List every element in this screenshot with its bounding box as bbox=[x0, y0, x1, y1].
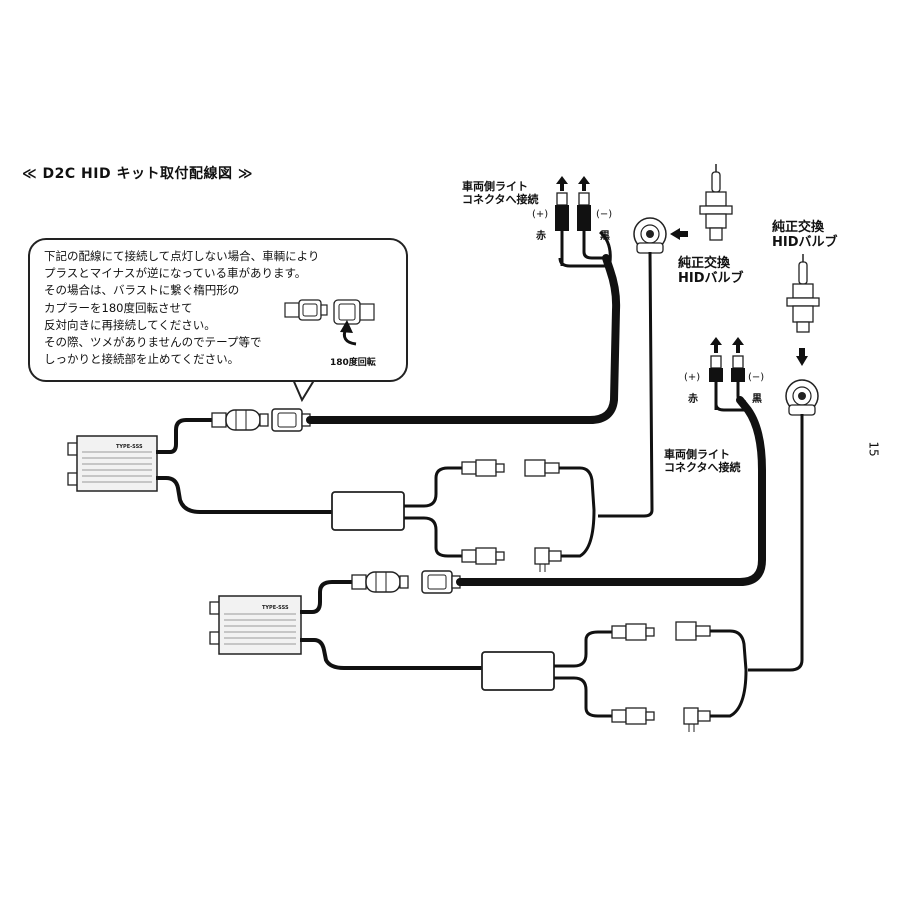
page-number: 15 bbox=[866, 441, 881, 457]
hid-bulb-bottom-icon bbox=[786, 254, 820, 333]
bottom-minus-label: (−) bbox=[748, 372, 765, 383]
oval-coupler-bottom bbox=[421, 570, 461, 594]
rotation-label: 180度回転 bbox=[330, 358, 376, 368]
ballast-bottom-label: TYPE-SSS bbox=[262, 605, 289, 611]
note-bubble-tail bbox=[291, 376, 317, 403]
note-line: 下記の配線にて接続して点灯しない場合、車輌により bbox=[44, 249, 320, 263]
terminal-plus-bottom bbox=[709, 337, 723, 382]
relay-box-top bbox=[331, 491, 405, 531]
ballast-top bbox=[67, 435, 158, 492]
terminal-minus-top bbox=[577, 176, 591, 231]
bottom-black-label: 黒 bbox=[752, 394, 762, 405]
igniter-top bbox=[211, 409, 269, 431]
relay-box-bottom bbox=[481, 651, 555, 691]
label-line: HIDバルブ bbox=[678, 271, 744, 286]
label-line: HIDバルブ bbox=[772, 235, 838, 250]
top-bulb-label: 純正交換 HIDバルブ bbox=[678, 256, 744, 286]
top-plus-label: (+) bbox=[532, 209, 549, 220]
ballast-top-label: TYPE-SSS bbox=[116, 444, 143, 450]
connector-pair-bottom-2 bbox=[611, 707, 711, 732]
bottom-plus-label: (+) bbox=[684, 372, 701, 383]
note-line: しっかりと接続部を止めてください。 bbox=[44, 352, 240, 367]
connector-pair-top-2 bbox=[461, 547, 562, 572]
top-minus-label: (−) bbox=[596, 209, 613, 220]
terminal-plus-top bbox=[555, 176, 569, 231]
bulb-socket-bottom bbox=[785, 379, 819, 416]
label-line: コネクタへ接続 bbox=[664, 461, 741, 474]
label-line: 車両側ライト bbox=[462, 180, 528, 193]
top-red-label: 赤 bbox=[536, 231, 546, 242]
note-line: カプラーを180度回転させて bbox=[44, 300, 193, 315]
note-line: プラスとマイナスが逆になっている車があります。 bbox=[44, 266, 307, 281]
connector-pair-bottom-1 bbox=[611, 621, 711, 641]
label-line: コネクタへ接続 bbox=[462, 193, 539, 206]
oval-coupler-top bbox=[271, 408, 311, 432]
note-line: その場合は、バラストに繋ぐ楕円形の bbox=[44, 283, 240, 298]
note-line: その際、ツメがありませんのでテープ等で bbox=[44, 335, 262, 350]
label-line: 純正交換 bbox=[772, 220, 825, 235]
label-line: 純正交換 bbox=[678, 256, 731, 271]
arrow-left-icon bbox=[670, 228, 680, 240]
connector-pair-top-1 bbox=[461, 459, 560, 477]
bottom-red-label: 赤 bbox=[688, 394, 698, 405]
bottom-bulb-label: 純正交換 HIDバルブ bbox=[772, 220, 838, 250]
top-black-label: 黒 bbox=[600, 231, 610, 242]
note-line: 反対向きに再接続してください。 bbox=[44, 317, 216, 332]
bulb-socket-top bbox=[633, 217, 667, 254]
diagram-title: ≪ D2C HID キット取付配線図 ≫ bbox=[22, 166, 253, 182]
hid-bulb-top-icon bbox=[699, 164, 733, 241]
top-vehicle-connector-label: 車両側ライト コネクタへ接続 bbox=[462, 180, 539, 206]
note-text: 下記の配線にて接続して点灯しない場合、車輌により プラスとマイナスが逆になってい… bbox=[44, 248, 319, 368]
label-line: 車両側ライト bbox=[664, 448, 730, 461]
bottom-vehicle-connector-label: 車両側ライト コネクタへ接続 bbox=[664, 448, 741, 474]
igniter-bottom bbox=[351, 571, 409, 593]
terminal-minus-bottom bbox=[731, 337, 745, 382]
arrow-down-icon bbox=[796, 356, 808, 366]
ballast-bottom bbox=[209, 595, 302, 655]
